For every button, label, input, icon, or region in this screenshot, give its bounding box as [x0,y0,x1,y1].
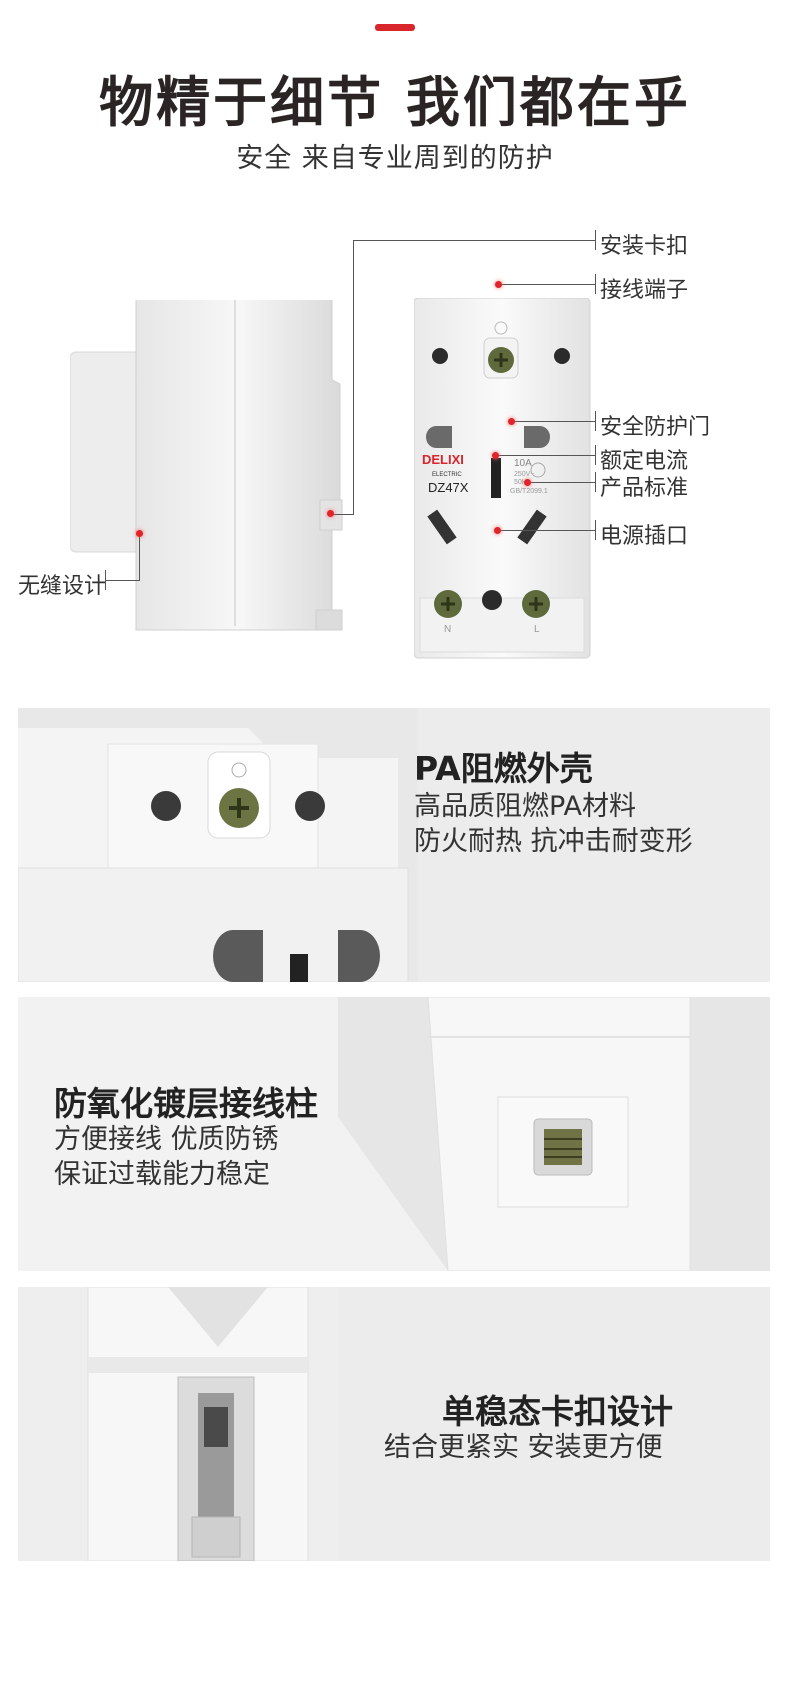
callout-line [498,455,596,456]
feature-line: 方便接线 优质防锈 [54,1124,279,1155]
callout-line [595,230,596,250]
label-terminal: 接线端子 [600,278,689,303]
callout-dot [494,527,501,534]
svg-text:50Hz: 50Hz [514,479,531,486]
feature-title: PA阻燃外壳 [414,749,593,788]
clip-closeup-image [18,1287,338,1561]
label-rated-current: 额定电流 [600,449,689,474]
feature-line: 保证过载能力稳定 [54,1159,270,1190]
svg-text:10A: 10A [514,458,532,469]
svg-text:L: L [534,624,540,635]
feature-panel-terminal: 防氧化镀层接线柱 方便接线 优质防锈 保证过载能力稳定 [18,997,770,1271]
callout-line [502,284,596,285]
callout-line [353,240,354,515]
svg-text:N: N [444,624,451,635]
terminal-closeup-image [338,997,770,1271]
callout-line [105,570,106,590]
product-side-view [70,300,343,631]
label-safety-door: 安全防护门 [600,415,711,440]
page-subtitle: 安全 来自专业周到的防护 [236,143,554,174]
feature-panel-clip: 单稳态卡扣设计 结合更紧实 安装更方便 [18,1287,770,1561]
callout-line [353,240,596,241]
callout-line [595,445,596,465]
label-power-socket: 电源插口 [600,524,689,549]
model-text: DZ47X [428,480,469,495]
callout-dot [508,418,515,425]
callout-dot [327,510,334,517]
label-seamless: 无缝设计 [18,574,107,599]
svg-text:ELECTRIC: ELECTRIC [432,472,462,478]
callout-dot [524,479,531,486]
product-front-view: DELIXI ELECTRIC DZ47X 10A 250V~ 50Hz GB/… [414,298,591,659]
callout-line [595,274,596,294]
svg-text:250V~: 250V~ [514,471,534,478]
callout-line [500,530,596,531]
feature-title: 防氧化镀层接线柱 [54,1084,318,1123]
shell-closeup-image [18,708,418,982]
callout-line [333,514,354,515]
callout-dot [136,530,143,537]
callout-line [595,411,596,431]
feature-title: 单稳态卡扣设计 [442,1392,673,1431]
callout-line [530,482,596,483]
accent-bar [375,24,415,31]
svg-text:GB/T2099.1: GB/T2099.1 [510,488,548,495]
feature-line: 结合更紧实 安装更方便 [384,1432,663,1463]
brand-text: DELIXI [422,452,464,467]
callout-line [139,534,140,581]
callout-line [105,580,139,581]
feature-line: 高品质阻燃PA材料 [414,791,637,822]
callout-line [514,421,596,422]
callout-dot [492,452,499,459]
label-install-clip: 安装卡扣 [600,234,689,259]
callout-dot [495,281,502,288]
callout-line [595,472,596,492]
callout-line [595,520,596,540]
feature-panel-shell: PA阻燃外壳 高品质阻燃PA材料 防火耐热 抗冲击耐变形 [18,708,770,982]
label-product-standard: 产品标准 [600,476,689,501]
page-title: 物精于细节 我们都在乎 [99,71,691,134]
feature-line: 防火耐热 抗冲击耐变形 [414,826,693,857]
